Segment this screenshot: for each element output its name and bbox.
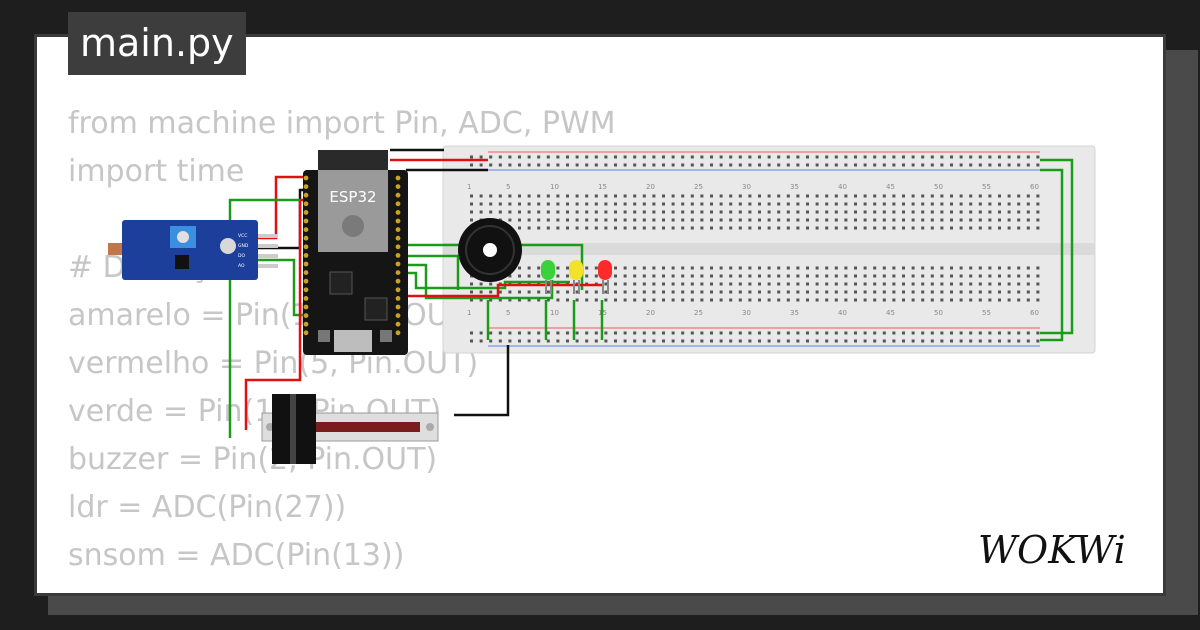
esp32-label: ESP32 [329,188,376,206]
wire-pot-red [244,198,310,430]
wire-led-yellow [398,271,570,290]
code-line: snsom = ADC(Pin(13)) [68,538,405,573]
svg-text:45: 45 [886,309,895,317]
wire-rail-right-red [1040,158,1074,335]
wire-pot-signal [454,345,510,417]
svg-text:60: 60 [1030,309,1039,317]
svg-text:1: 1 [467,309,471,317]
photoresistor [108,243,122,255]
svg-text:50: 50 [934,183,943,191]
svg-text:15: 15 [598,183,607,191]
trimmer-knob[interactable] [177,231,189,243]
boot-button[interactable] [318,330,330,342]
espressif-logo-icon [342,215,364,237]
wokwi-logo: WOKWi [978,528,1126,572]
svg-text:25: 25 [694,309,703,317]
svg-text:1: 1 [467,183,471,191]
svg-text:40: 40 [838,309,847,317]
svg-text:30: 30 [742,309,751,317]
led-yellow[interactable] [569,260,583,294]
wire-ldr-vcc [258,175,305,240]
breadboard-holes [470,155,1040,343]
ldr-pin-label: DO [238,253,245,259]
svg-text:40: 40 [838,183,847,191]
svg-text:35: 35 [790,183,799,191]
wire-pot-green [228,198,300,438]
led-green[interactable] [541,260,555,294]
code-line: import time [68,154,245,189]
ldr-sensor-module[interactable]: VCC GND DO AO [108,220,278,280]
svg-text:10: 10 [550,309,559,317]
code-line: from machine import Pin, ADC, PWM [68,106,616,141]
usb-port [334,330,372,352]
svg-text:55: 55 [982,183,991,191]
led-red[interactable] [598,260,612,294]
svg-text:20: 20 [646,309,655,317]
ldr-pin-label: GND [238,243,249,249]
ldr-pin-label: AO [238,263,245,269]
wire-ldr-ao [258,258,310,317]
ldr-pin-label: VCC [238,233,247,239]
svg-text:50: 50 [934,309,943,317]
svg-text:25: 25 [694,183,703,191]
reset-button[interactable] [380,330,392,342]
svg-text:60: 60 [1030,183,1039,191]
svg-text:20: 20 [646,183,655,191]
svg-text:30: 30 [742,183,751,191]
svg-text:WOKWi: WOKWi [978,528,1126,572]
svg-text:55: 55 [982,309,991,317]
breadboard[interactable]: 1 5 10 15 20 25 30 35 40 45 50 55 60 1 5… [442,145,1096,354]
wire-rail-right-black [1040,168,1064,342]
svg-text:5: 5 [506,183,510,191]
code-line: ldr = ADC(Pin(27)) [68,490,347,525]
file-tab[interactable]: main.py [68,12,246,75]
esp32-board[interactable]: ESP32 [303,150,408,355]
buzzer[interactable] [458,218,522,282]
file-tab-label: main.py [80,21,234,65]
breadboard-column-numbers-top: 1 5 10 15 20 25 30 35 40 45 50 55 60 [467,183,1039,191]
svg-text:5: 5 [506,309,510,317]
esp32-pin-headers [303,175,401,336]
svg-text:10: 10 [550,183,559,191]
wire-buzzer-gnd [398,254,460,290]
wire-ldr-gnd [258,188,310,250]
svg-text:35: 35 [790,309,799,317]
slide-potentiometer[interactable] [261,394,439,464]
code-line: vermelho = Pin(5, Pin.OUT) [68,346,479,381]
svg-text:45: 45 [886,183,895,191]
